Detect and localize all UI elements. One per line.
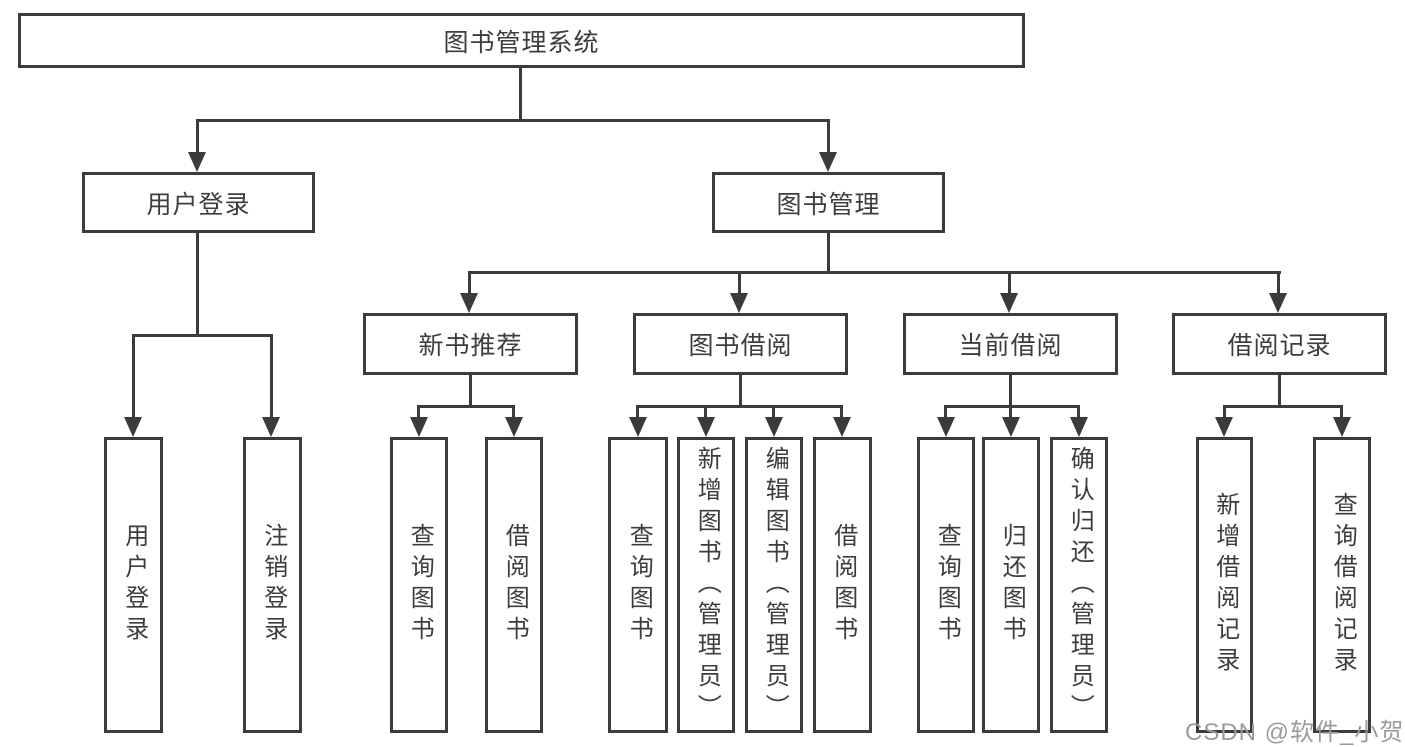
arrow-down-icon [765,417,783,437]
arrow-down-icon [188,152,206,172]
leaf-logout-label: 注销登录 [259,523,287,647]
connector-hline [636,405,843,408]
connector-vline [772,405,775,419]
node-borrow-records: 借阅记录 [1172,313,1387,375]
arrow-down-icon [460,293,478,313]
arrow-down-icon [937,417,955,437]
connector-vline [1009,375,1012,407]
connector-hline [417,405,515,408]
connector-vline [1008,271,1011,296]
connector-vline [1077,405,1080,419]
connector-vline [196,233,199,337]
leaf-query-borrow-record: 查询借阅记录 [1313,437,1371,733]
connector-vline [469,375,472,407]
arrow-down-icon [1000,293,1018,313]
arrow-down-icon [1269,293,1287,313]
node-root: 图书管理系统 [18,13,1025,68]
connector-vline [840,405,843,419]
leaf-borrow-books-recommend: 借阅图书 [485,437,543,733]
arrow-down-icon [1070,417,1088,437]
leaf-add-borrow-record-label: 新增借阅记录 [1211,492,1239,678]
leaf-edit-book-admin: 编辑图书（管理员） [745,437,803,733]
node-current-borrow-label: 当前借阅 [958,332,1063,360]
leaf-add-book-admin-label: 新增图书（管理员） [693,445,721,725]
connector-vline [1278,375,1281,407]
connector-vline [1340,405,1343,419]
leaf-query-books-recommend-label: 查询图书 [406,523,434,647]
leaf-query-books-borrow: 查询图书 [608,437,668,733]
connector-vline [519,68,522,121]
leaf-user-login-label: 用户登录 [120,523,148,647]
arrow-down-icon [410,417,428,437]
leaf-confirm-return-admin: 确认归还（管理员） [1050,437,1108,733]
connector-vline [270,334,273,418]
leaf-query-books-recommend: 查询图书 [390,437,448,733]
leaf-return-book-label: 归还图书 [998,523,1026,647]
arrow-down-icon [262,417,280,437]
connector-vline [1223,405,1226,419]
leaf-return-book: 归还图书 [982,437,1040,733]
leaf-borrow-books: 借阅图书 [813,437,872,733]
node-book-borrow: 图书借阅 [633,313,848,375]
connector-hline [196,119,830,122]
connector-hline [944,405,1080,408]
connector-vline [636,405,639,419]
arrow-down-icon [505,417,523,437]
node-root-label: 图书管理系统 [443,28,600,57]
arrow-down-icon [730,293,748,313]
arrow-down-icon [819,152,837,172]
arrow-down-icon [124,417,142,437]
leaf-query-books-borrow-label: 查询图书 [625,523,653,647]
node-new-book-recommend-label: 新书推荐 [418,332,523,360]
csdn-watermark: CSDN @软件_小贺同学 [1185,719,1405,746]
leaf-user-login: 用户登录 [104,437,163,733]
connector-hline [468,271,1281,274]
leaf-add-book-admin: 新增图书（管理员） [677,437,735,733]
connector-hline [132,334,273,337]
node-user-login-label: 用户登录 [146,190,251,219]
node-borrow-records-label: 借阅记录 [1227,332,1332,360]
connector-vline [738,271,741,296]
node-new-book-recommend: 新书推荐 [363,313,578,375]
leaf-query-books-current: 查询图书 [917,437,975,733]
leaf-edit-book-admin-label: 编辑图书（管理员） [761,445,789,725]
arrow-down-icon [1002,417,1020,437]
connector-vline [196,119,199,155]
connector-vline [512,405,515,419]
arrow-down-icon [1215,417,1233,437]
connector-vline [132,334,135,418]
leaf-query-books-current-label: 查询图书 [933,523,961,647]
connector-vline [944,405,947,419]
connector-vline [827,233,830,273]
leaf-borrow-books-recommend-label: 借阅图书 [501,523,529,647]
node-book-management: 图书管理 [712,172,945,233]
connector-vline [827,119,830,155]
node-book-borrow-label: 图书借阅 [688,332,793,360]
arrow-down-icon [697,417,715,437]
node-book-management-label: 图书管理 [776,190,881,219]
arrow-down-icon [1333,417,1351,437]
leaf-confirm-return-admin-label: 确认归还（管理员） [1066,445,1094,725]
connector-vline [468,271,471,296]
leaf-add-borrow-record: 新增借阅记录 [1196,437,1253,733]
leaf-borrow-books-label: 借阅图书 [829,523,857,647]
connector-vline [704,405,707,419]
connector-hline [1223,405,1343,408]
connector-vline [739,375,742,407]
arrow-down-icon [629,417,647,437]
leaf-logout: 注销登录 [243,437,302,733]
connector-vline [1277,271,1280,296]
connector-vline [417,405,420,419]
node-current-borrow: 当前借阅 [903,313,1118,375]
arrow-down-icon [833,417,851,437]
node-user-login: 用户登录 [82,172,315,233]
leaf-query-borrow-record-label: 查询借阅记录 [1329,492,1357,678]
connector-vline [1009,405,1012,419]
